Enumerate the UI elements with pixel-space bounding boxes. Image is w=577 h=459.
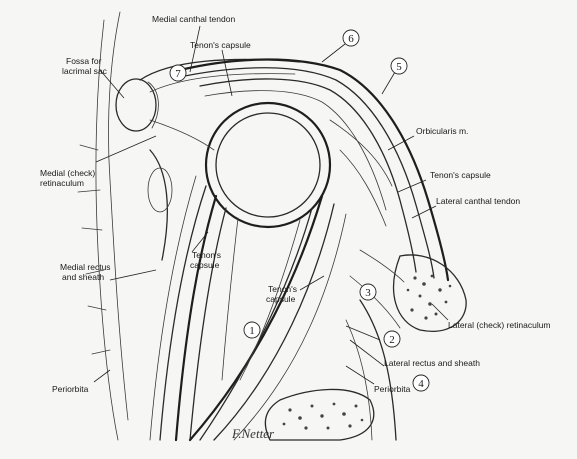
label-lateral-canthal-tendon: Lateral canthal tendon xyxy=(436,196,520,206)
label-tenons-capsule-right: Tenon's capsule xyxy=(430,170,491,180)
label-fossa-line2: lacrimal sac xyxy=(62,66,108,76)
marker-2: 2 xyxy=(384,331,400,347)
label-tenons-center-line1: Tenon's xyxy=(268,284,297,294)
label-medial-rectus-line2: and sheath xyxy=(62,272,104,282)
lateral-stipple xyxy=(407,275,452,320)
svg-text:4: 4 xyxy=(418,378,424,390)
marker-4: 4 xyxy=(413,375,429,391)
label-lateral-check: Lateral (check) retinaculum xyxy=(448,320,551,330)
label-tenons-inner-line2: capsule xyxy=(190,260,220,270)
label-medial-check-line1: Medial (check) xyxy=(40,168,95,178)
marker-5: 5 xyxy=(391,58,407,74)
label-periorbita-right: Periorbita xyxy=(374,384,411,394)
leader-lines xyxy=(94,26,448,384)
marker-1: 1 xyxy=(244,322,260,338)
label-tenons-center-line2: capsule xyxy=(266,294,296,304)
lower-stipple xyxy=(283,403,364,430)
text-labels: Medial canthal tendon Tenon's capsule Fo… xyxy=(40,14,551,441)
svg-text:7: 7 xyxy=(175,68,181,80)
marker-7: 7 xyxy=(170,65,186,81)
label-medial-rectus-line1: Medial rectus xyxy=(60,262,111,272)
label-orbicularis: Orbicularis m. xyxy=(416,126,468,136)
label-tenons-capsule-top: Tenon's capsule xyxy=(190,40,251,50)
label-tenons-inner-line1: Tenon's xyxy=(192,250,221,260)
svg-text:1: 1 xyxy=(249,325,255,337)
label-lateral-rectus: Lateral rectus and sheath xyxy=(384,358,480,368)
marker-6: 6 xyxy=(343,30,359,46)
anatomy-drawing xyxy=(78,12,466,440)
svg-text:2: 2 xyxy=(389,334,395,346)
svg-text:3: 3 xyxy=(365,287,371,299)
globe-inner xyxy=(216,113,320,217)
marker-3: 3 xyxy=(360,284,376,300)
label-medial-canthal-tendon: Medial canthal tendon xyxy=(152,14,235,24)
svg-text:5: 5 xyxy=(396,61,402,73)
label-periorbita-left: Periorbita xyxy=(52,384,89,394)
label-fossa-line1: Fossa for xyxy=(66,56,102,66)
lower-fat-pad xyxy=(265,389,373,440)
artist-signature: F.Netter xyxy=(231,426,275,441)
svg-text:6: 6 xyxy=(348,33,354,45)
label-medial-check-line2: retinaculum xyxy=(40,178,84,188)
lacrimal-sac xyxy=(116,79,156,131)
